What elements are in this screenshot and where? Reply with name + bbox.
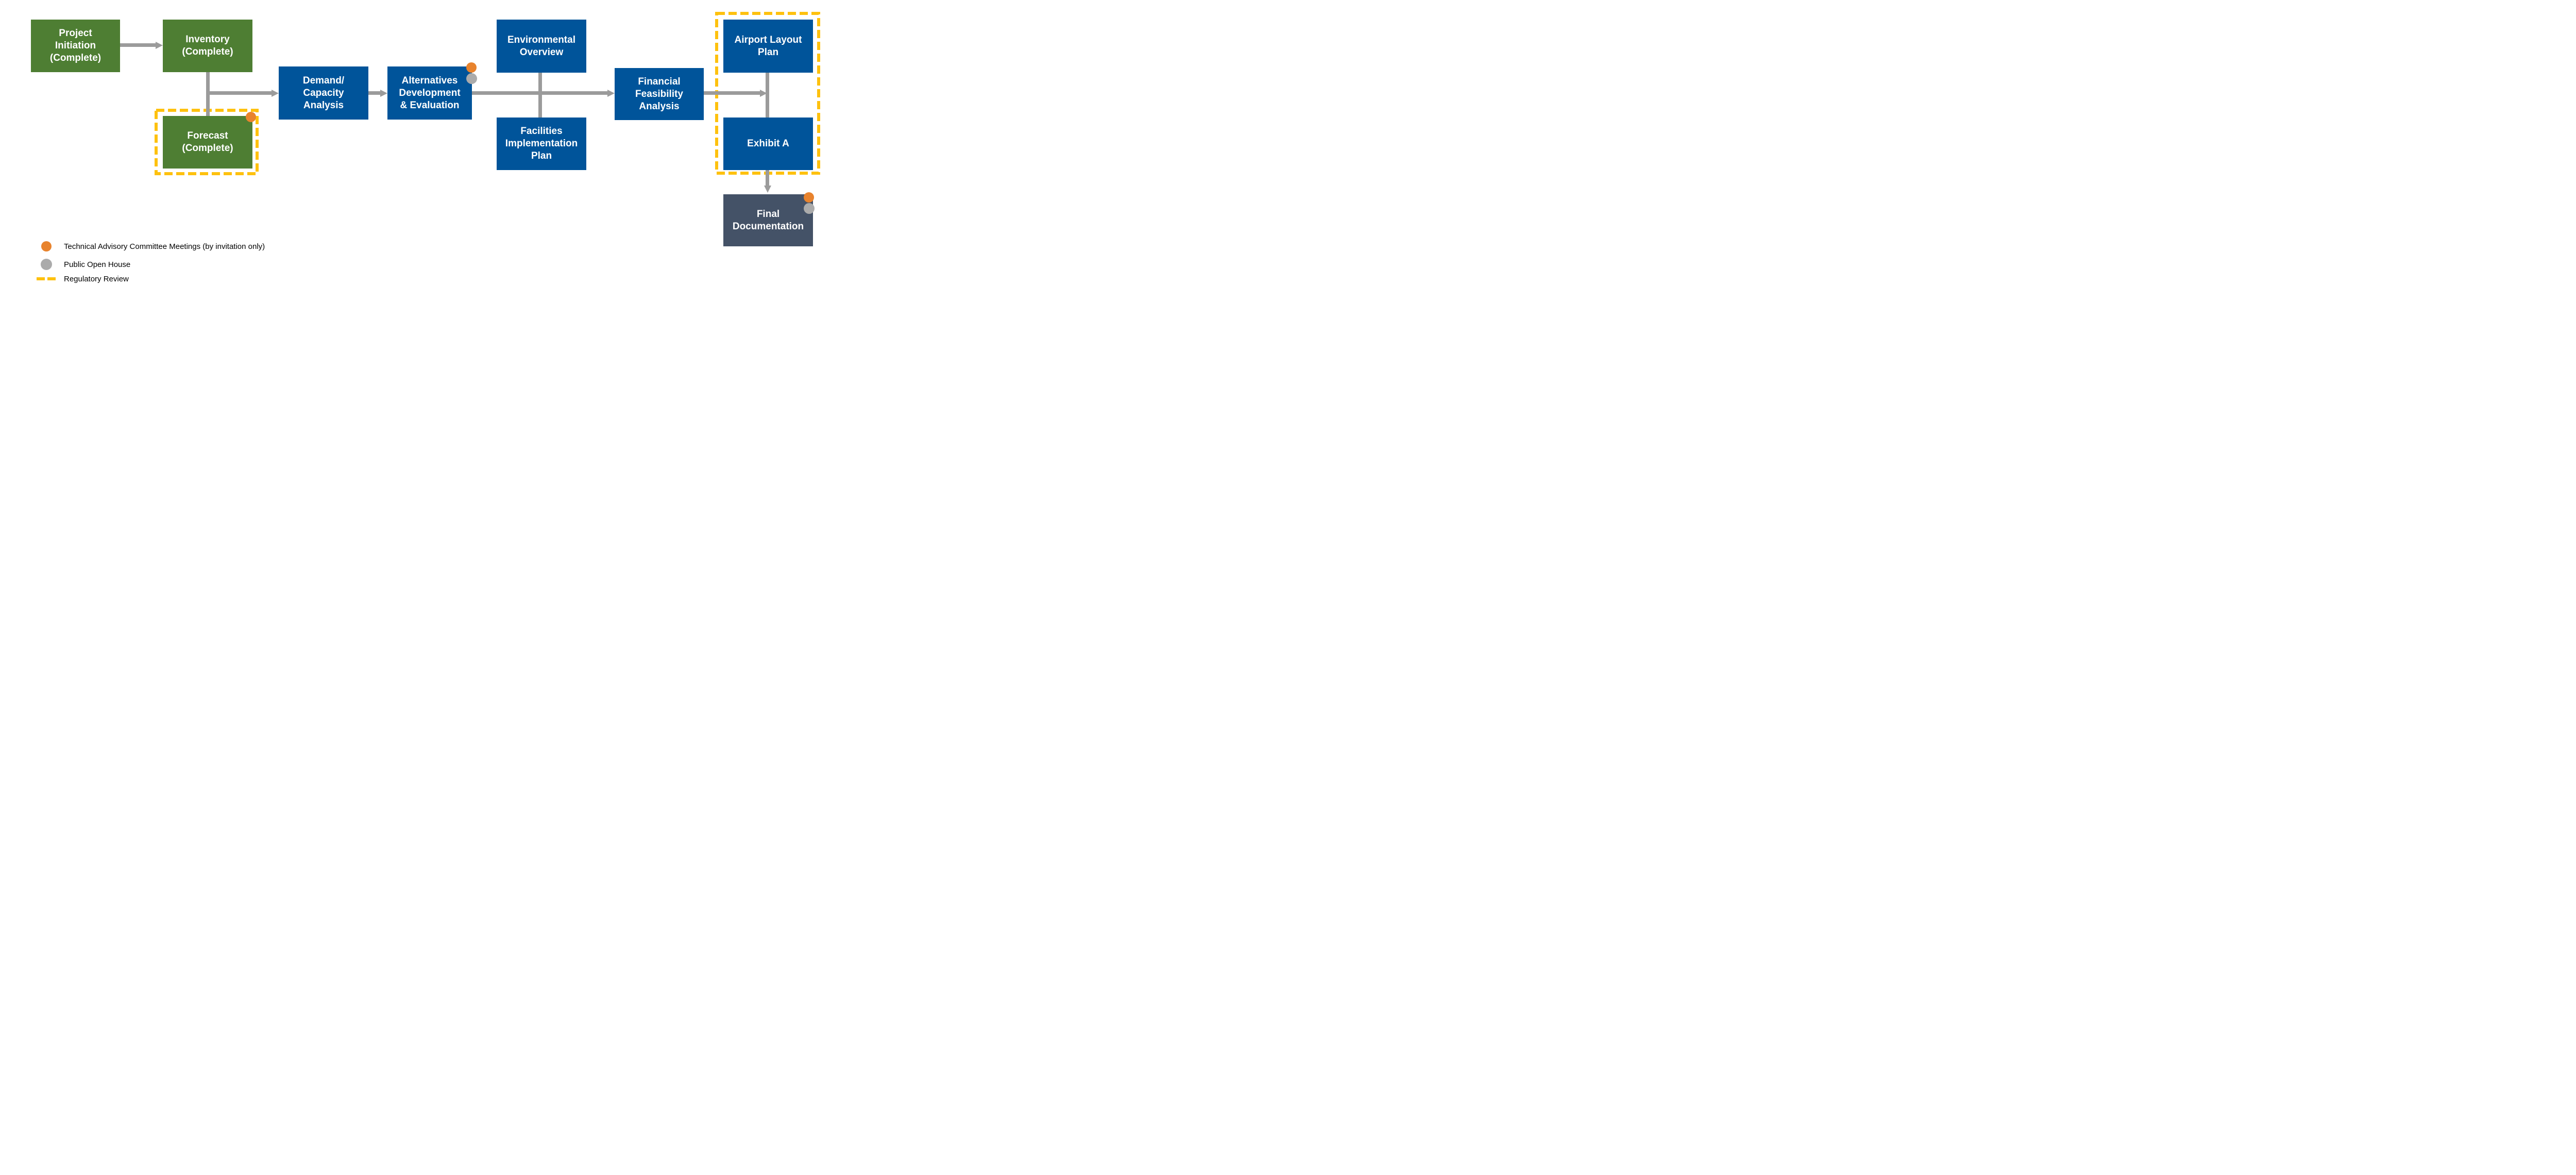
legend-regulatory-review-label: Regulatory Review	[64, 274, 129, 283]
connector-airport-layout-to-exhibit-a	[766, 71, 769, 119]
final-documentation-public-open-house-dot	[804, 203, 815, 214]
node-forecast: Forecast (Complete)	[163, 116, 252, 169]
node-final-documentation-label: Final Documentation	[732, 208, 804, 232]
edge-inventory-to-forecast-shaft	[206, 72, 210, 118]
node-facilities-implementation-plan: Facilities Implementation Plan	[497, 118, 586, 170]
edge-alternatives-to-financial-arrowhead	[607, 90, 615, 97]
edge-project-initiation-to-inventory-arrowhead	[156, 42, 163, 49]
node-exhibit-a-label: Exhibit A	[747, 138, 789, 149]
connector-environmental-to-facilities	[538, 72, 542, 118]
node-exhibit-a: Exhibit A	[723, 118, 813, 170]
node-project-initiation: Project Initiation (Complete)	[31, 20, 120, 72]
tac-meeting-dot-icon	[41, 241, 52, 251]
edge-exhibit-a-to-final-documentation-shaft	[766, 169, 769, 186]
forecast-tac-meeting-dot	[246, 112, 256, 122]
node-facilities-implementation-plan-label: Facilities Implementation Plan	[505, 126, 578, 161]
edge-inventory-to-demand-capacity-shaft	[206, 91, 272, 95]
edge-project-initiation-to-inventory-shaft	[120, 43, 156, 47]
node-alternatives-development-evaluation: Alternatives Development & Evaluation	[387, 66, 472, 120]
edge-demand-capacity-to-alternatives-shaft	[368, 91, 381, 95]
alternatives-tac-meeting-dot	[466, 62, 477, 73]
node-demand-capacity-analysis: Demand/ Capacity Analysis	[279, 66, 368, 120]
legend-tac-meetings-label: Technical Advisory Committee Meetings (b…	[64, 242, 265, 251]
node-environmental-overview: Environmental Overview	[497, 20, 586, 73]
legend-public-open-house-label: Public Open House	[64, 260, 131, 269]
legend-item-regulatory-review: Regulatory Review	[37, 273, 129, 285]
regulatory-review-dash-icon	[37, 277, 56, 280]
legend-item-tac-meetings: Technical Advisory Committee Meetings (b…	[41, 240, 265, 253]
alternatives-public-open-house-dot	[466, 73, 477, 84]
public-open-house-dot-icon	[41, 259, 52, 270]
flowchart-canvas: Project Initiation (Complete) Inventory …	[0, 0, 850, 294]
node-forecast-label: Forecast (Complete)	[182, 130, 233, 154]
edge-exhibit-a-to-final-documentation-arrowhead	[764, 186, 771, 193]
node-inventory: Inventory (Complete)	[163, 20, 252, 72]
node-inventory-label: Inventory (Complete)	[182, 34, 233, 57]
node-final-documentation: Final Documentation	[723, 194, 813, 246]
legend-item-public-open-house: Public Open House	[41, 258, 130, 271]
node-project-initiation-label: Project Initiation (Complete)	[49, 28, 101, 63]
node-demand-capacity-analysis-label: Demand/ Capacity Analysis	[302, 75, 345, 111]
node-alternatives-development-evaluation-label: Alternatives Development & Evaluation	[399, 75, 461, 111]
node-financial-feasibility-analysis-label: Financial Feasibility Analysis	[635, 76, 683, 112]
edge-financial-to-alp-exhibit-shaft	[704, 91, 760, 95]
node-environmental-overview-label: Environmental Overview	[507, 34, 575, 58]
edge-demand-capacity-to-alternatives-arrowhead	[380, 90, 387, 97]
edge-financial-to-alp-exhibit-arrowhead	[760, 90, 767, 97]
node-financial-feasibility-analysis: Financial Feasibility Analysis	[615, 68, 704, 120]
node-airport-layout-plan: Airport Layout Plan	[723, 20, 813, 73]
edge-inventory-to-demand-capacity-arrowhead	[272, 90, 279, 97]
node-airport-layout-plan-label: Airport Layout Plan	[734, 34, 802, 58]
final-documentation-tac-meeting-dot	[804, 192, 814, 203]
